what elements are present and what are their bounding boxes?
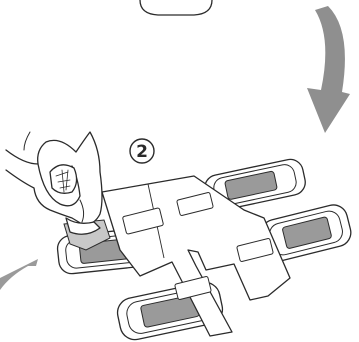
backing-film [101, 175, 291, 337]
upper-right-electrode [204, 158, 306, 212]
right-electrode [260, 204, 352, 262]
step-number-badge: 2 [129, 138, 155, 164]
curved-arrow-fragment-icon [0, 259, 38, 290]
device-outline-icon [139, 0, 213, 16]
step-number-label: 2 [136, 142, 148, 162]
curved-arrow-down-left-icon [307, 6, 350, 133]
bottom-electrode [116, 281, 224, 341]
hand-icon [5, 131, 103, 235]
